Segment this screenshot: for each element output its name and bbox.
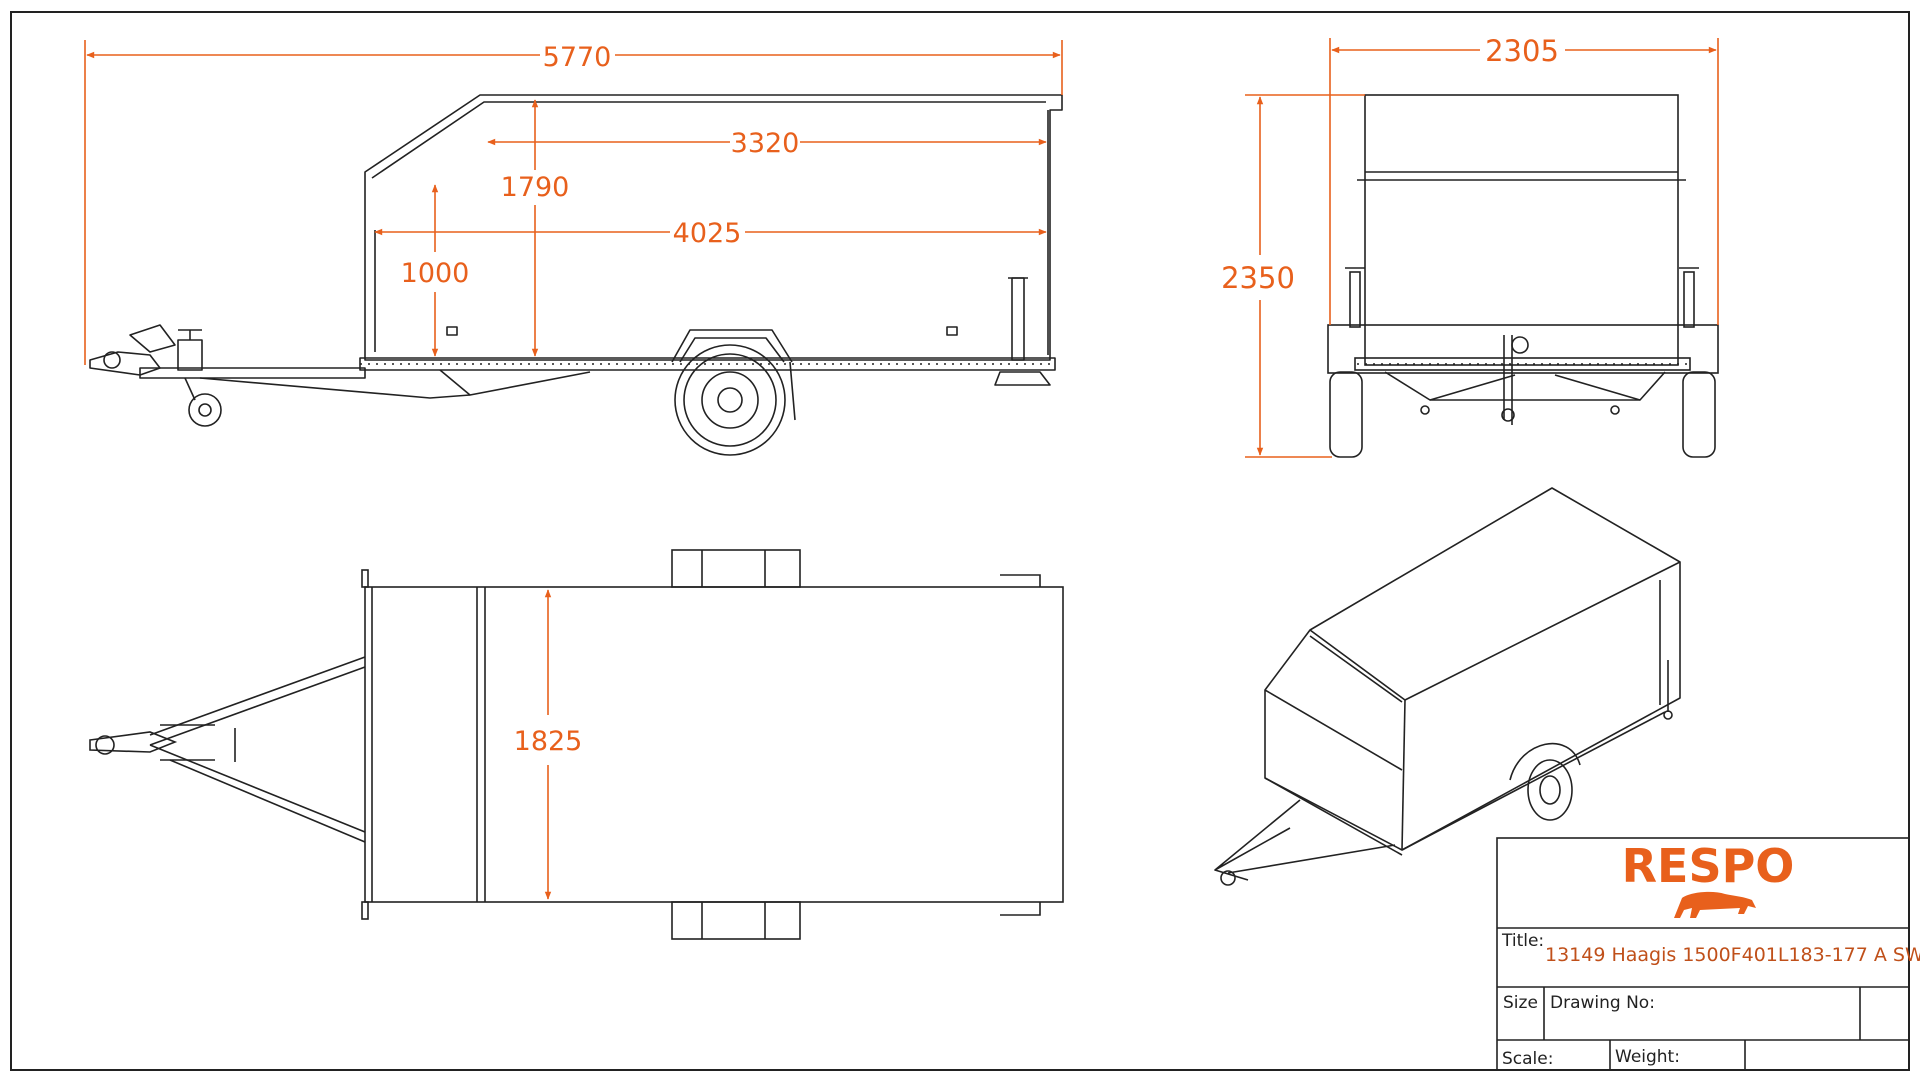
drawing-title: 13149 Haagis 1500F401L183-177 A SW-EU1 — [1545, 944, 1920, 966]
respo-bull-icon — [1674, 891, 1756, 918]
sheet-border — [10, 11, 1910, 1071]
top-view — [89, 549, 1064, 940]
respo-logo: RESPO — [1622, 839, 1795, 893]
dim-floor-length: 4025 — [673, 218, 742, 249]
side-view — [89, 94, 1063, 456]
scale-label: Scale: — [1502, 1049, 1553, 1069]
side-view-dimensions — [84, 40, 1063, 365]
front-view — [1327, 94, 1719, 458]
dim-inner-width: 1825 — [514, 726, 583, 757]
dim-box-height: 1790 — [501, 172, 570, 203]
dim-overall-height: 2350 — [1221, 261, 1295, 295]
isometric-view — [1214, 487, 1681, 886]
drawing-number-label: Drawing No: — [1550, 993, 1655, 1013]
front-view-dimensions — [1245, 38, 1719, 458]
title-label: Title: — [1501, 931, 1544, 951]
dim-overall-length: 5770 — [543, 42, 612, 73]
weight-label: Weight: — [1615, 1047, 1680, 1067]
size-label: Size — [1503, 993, 1538, 1013]
dim-overall-width: 2305 — [1485, 34, 1559, 68]
dim-front-height: 1000 — [401, 258, 470, 289]
dim-box-length: 3320 — [731, 128, 800, 159]
title-block — [1496, 837, 1910, 1071]
